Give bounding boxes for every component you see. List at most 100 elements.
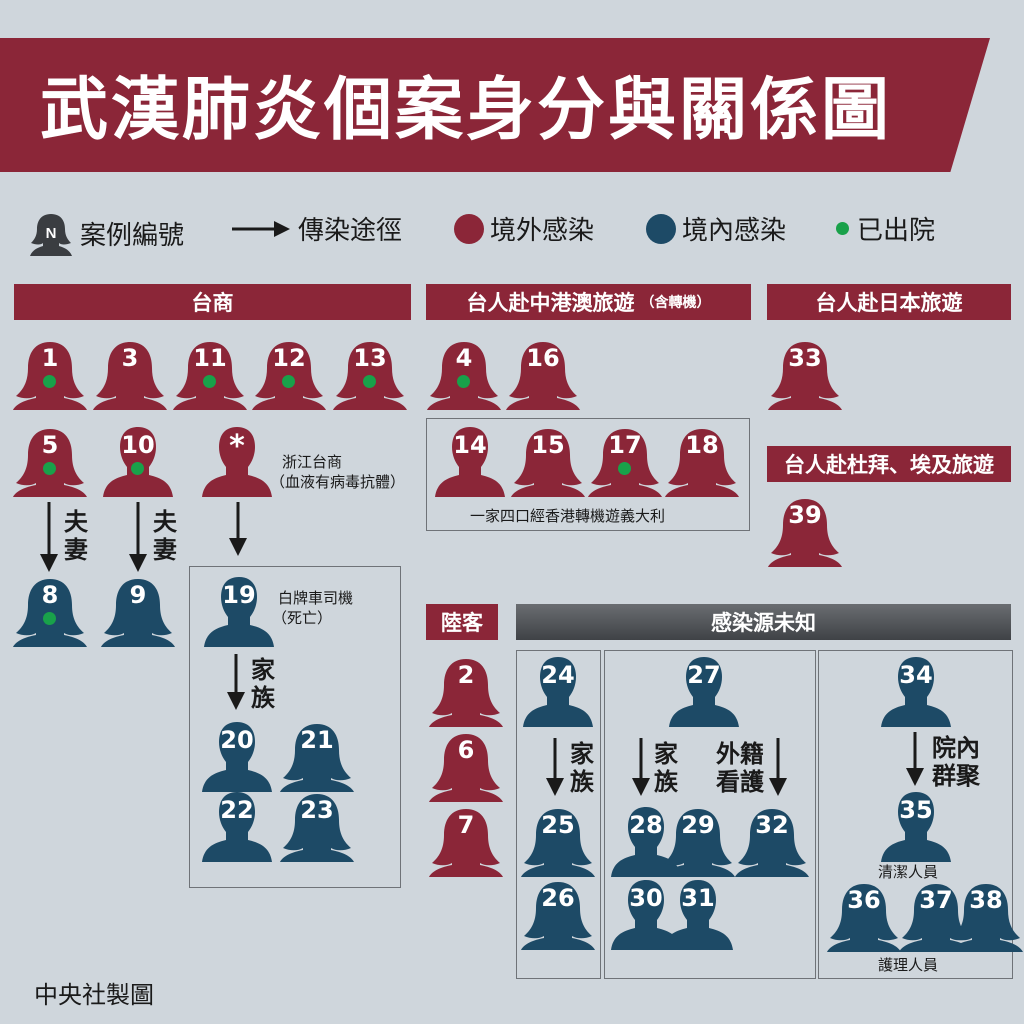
case-figure: 21 <box>279 720 355 792</box>
case-figure: 6 <box>428 730 504 802</box>
arrow-down-icon <box>769 738 787 796</box>
case-figure: * <box>199 425 275 497</box>
female-person-icon <box>735 809 809 877</box>
case-number: 26 <box>541 884 575 912</box>
case-number: 31 <box>681 884 715 912</box>
case-number: 39 <box>788 501 822 529</box>
legend-label: 已出院 <box>857 216 936 246</box>
female-person-icon <box>506 342 580 410</box>
male-person-icon <box>435 427 505 497</box>
case-figure: 39 <box>767 495 843 567</box>
case-number: 23 <box>300 796 334 824</box>
case-figure: 4 <box>426 338 502 410</box>
case-figure: 32 <box>734 805 810 877</box>
case-figure: 23 <box>279 790 355 862</box>
arrow-down-icon <box>40 502 58 572</box>
case-number: 16 <box>526 344 560 372</box>
male-person-icon <box>881 792 951 862</box>
case-number: 6 <box>457 736 475 764</box>
case-figure: 3 <box>92 338 168 410</box>
note-cleaner: 清潔人員 <box>878 863 939 881</box>
case-number: 11 <box>193 344 227 372</box>
legend-local: 境內感染 <box>646 210 786 247</box>
female-person-icon <box>429 809 503 877</box>
discharged-dot-icon <box>43 462 56 475</box>
case-figure: 15 <box>510 425 586 497</box>
case-figure: 5 <box>12 425 88 497</box>
driver-cluster-box <box>189 566 401 888</box>
case-figure: 11 <box>172 338 248 410</box>
male-person-icon <box>204 577 274 647</box>
arrow-down-icon <box>546 738 564 796</box>
female-person-icon <box>665 429 739 497</box>
label-family: 家族 <box>654 740 678 796</box>
female-person-icon <box>768 499 842 567</box>
arrow-down-icon <box>632 738 650 796</box>
case-number: 21 <box>300 726 334 754</box>
case-figure: 30 <box>608 878 684 950</box>
arrow-down-icon <box>906 732 924 786</box>
header-japan-travel: 台人赴日本旅遊 <box>767 284 1011 320</box>
legend-imported: 境外感染 <box>454 210 594 247</box>
legend-discharged: 已出院 <box>836 210 935 247</box>
arrow-down-icon <box>227 654 245 710</box>
case-figure: 26 <box>520 878 596 950</box>
case-number: 33 <box>788 344 822 372</box>
case-number: 24 <box>541 661 575 689</box>
note-driver-death: （死亡） <box>272 609 333 627</box>
case-number: 9 <box>129 581 147 609</box>
person-icon: N <box>30 214 72 256</box>
male-person-icon <box>881 657 951 727</box>
discharged-dot-icon <box>131 462 144 475</box>
header-unknown-source: 感染源未知 <box>516 604 1011 640</box>
case-number: 5 <box>41 431 59 459</box>
case-number: 34 <box>899 661 933 689</box>
case-number: 7 <box>457 811 475 839</box>
male-person-icon <box>611 880 681 950</box>
male-person-icon <box>669 657 739 727</box>
case-number: 36 <box>847 886 881 914</box>
legend-transmission: 傳染途徑 <box>232 210 402 247</box>
discharged-dot-icon <box>836 222 849 235</box>
female-person-icon <box>521 809 595 877</box>
case-number: 20 <box>220 726 254 754</box>
cluster-34-box <box>818 650 1013 979</box>
local-swatch-icon <box>646 213 676 244</box>
discharged-dot-icon <box>43 612 56 625</box>
header-taishang: 台商 <box>14 284 411 320</box>
note-nurses: 護理人員 <box>878 956 939 974</box>
male-person-icon <box>523 657 593 727</box>
case-figure: 8 <box>12 575 88 647</box>
page-title: 武漢肺炎個案身分與關係圖 <box>40 71 893 150</box>
female-person-icon <box>521 882 595 950</box>
label-family: 家族 <box>251 656 275 712</box>
case-figure: 19 <box>201 575 277 647</box>
female-person-icon <box>101 579 175 647</box>
case-number: 13 <box>353 344 387 372</box>
label-foreign-caregiver: 外籍看護 <box>716 740 764 796</box>
cluster-27-box <box>604 650 816 979</box>
cluster-24-box <box>516 650 601 979</box>
case-figure: 28 <box>608 805 684 877</box>
male-person-icon <box>202 427 272 497</box>
case-figure: 1 <box>12 338 88 410</box>
case-number: 28 <box>629 811 663 839</box>
legend-case-number: N 案例編號 <box>28 210 184 256</box>
case-number: 37 <box>919 886 953 914</box>
footer-credit: 中央社製圖 <box>34 981 154 1009</box>
discharged-dot-icon <box>618 462 631 475</box>
family-four-box <box>426 418 750 531</box>
header-dubai-travel: 台人赴杜拜、埃及旅遊 <box>767 446 1011 482</box>
legend-label: 境內感染 <box>682 216 787 246</box>
case-number: 4 <box>455 344 473 372</box>
case-number: 10 <box>121 431 155 459</box>
male-person-icon <box>663 880 733 950</box>
case-number: 15 <box>531 431 565 459</box>
female-person-icon <box>511 429 585 497</box>
legend-label: 案例編號 <box>80 220 185 251</box>
case-number: 18 <box>685 431 719 459</box>
imported-swatch-icon <box>454 213 484 244</box>
case-figure: 36 <box>826 880 902 952</box>
case-number: 3 <box>121 344 139 372</box>
note-zhejiang: 浙江台商 <box>282 453 343 471</box>
